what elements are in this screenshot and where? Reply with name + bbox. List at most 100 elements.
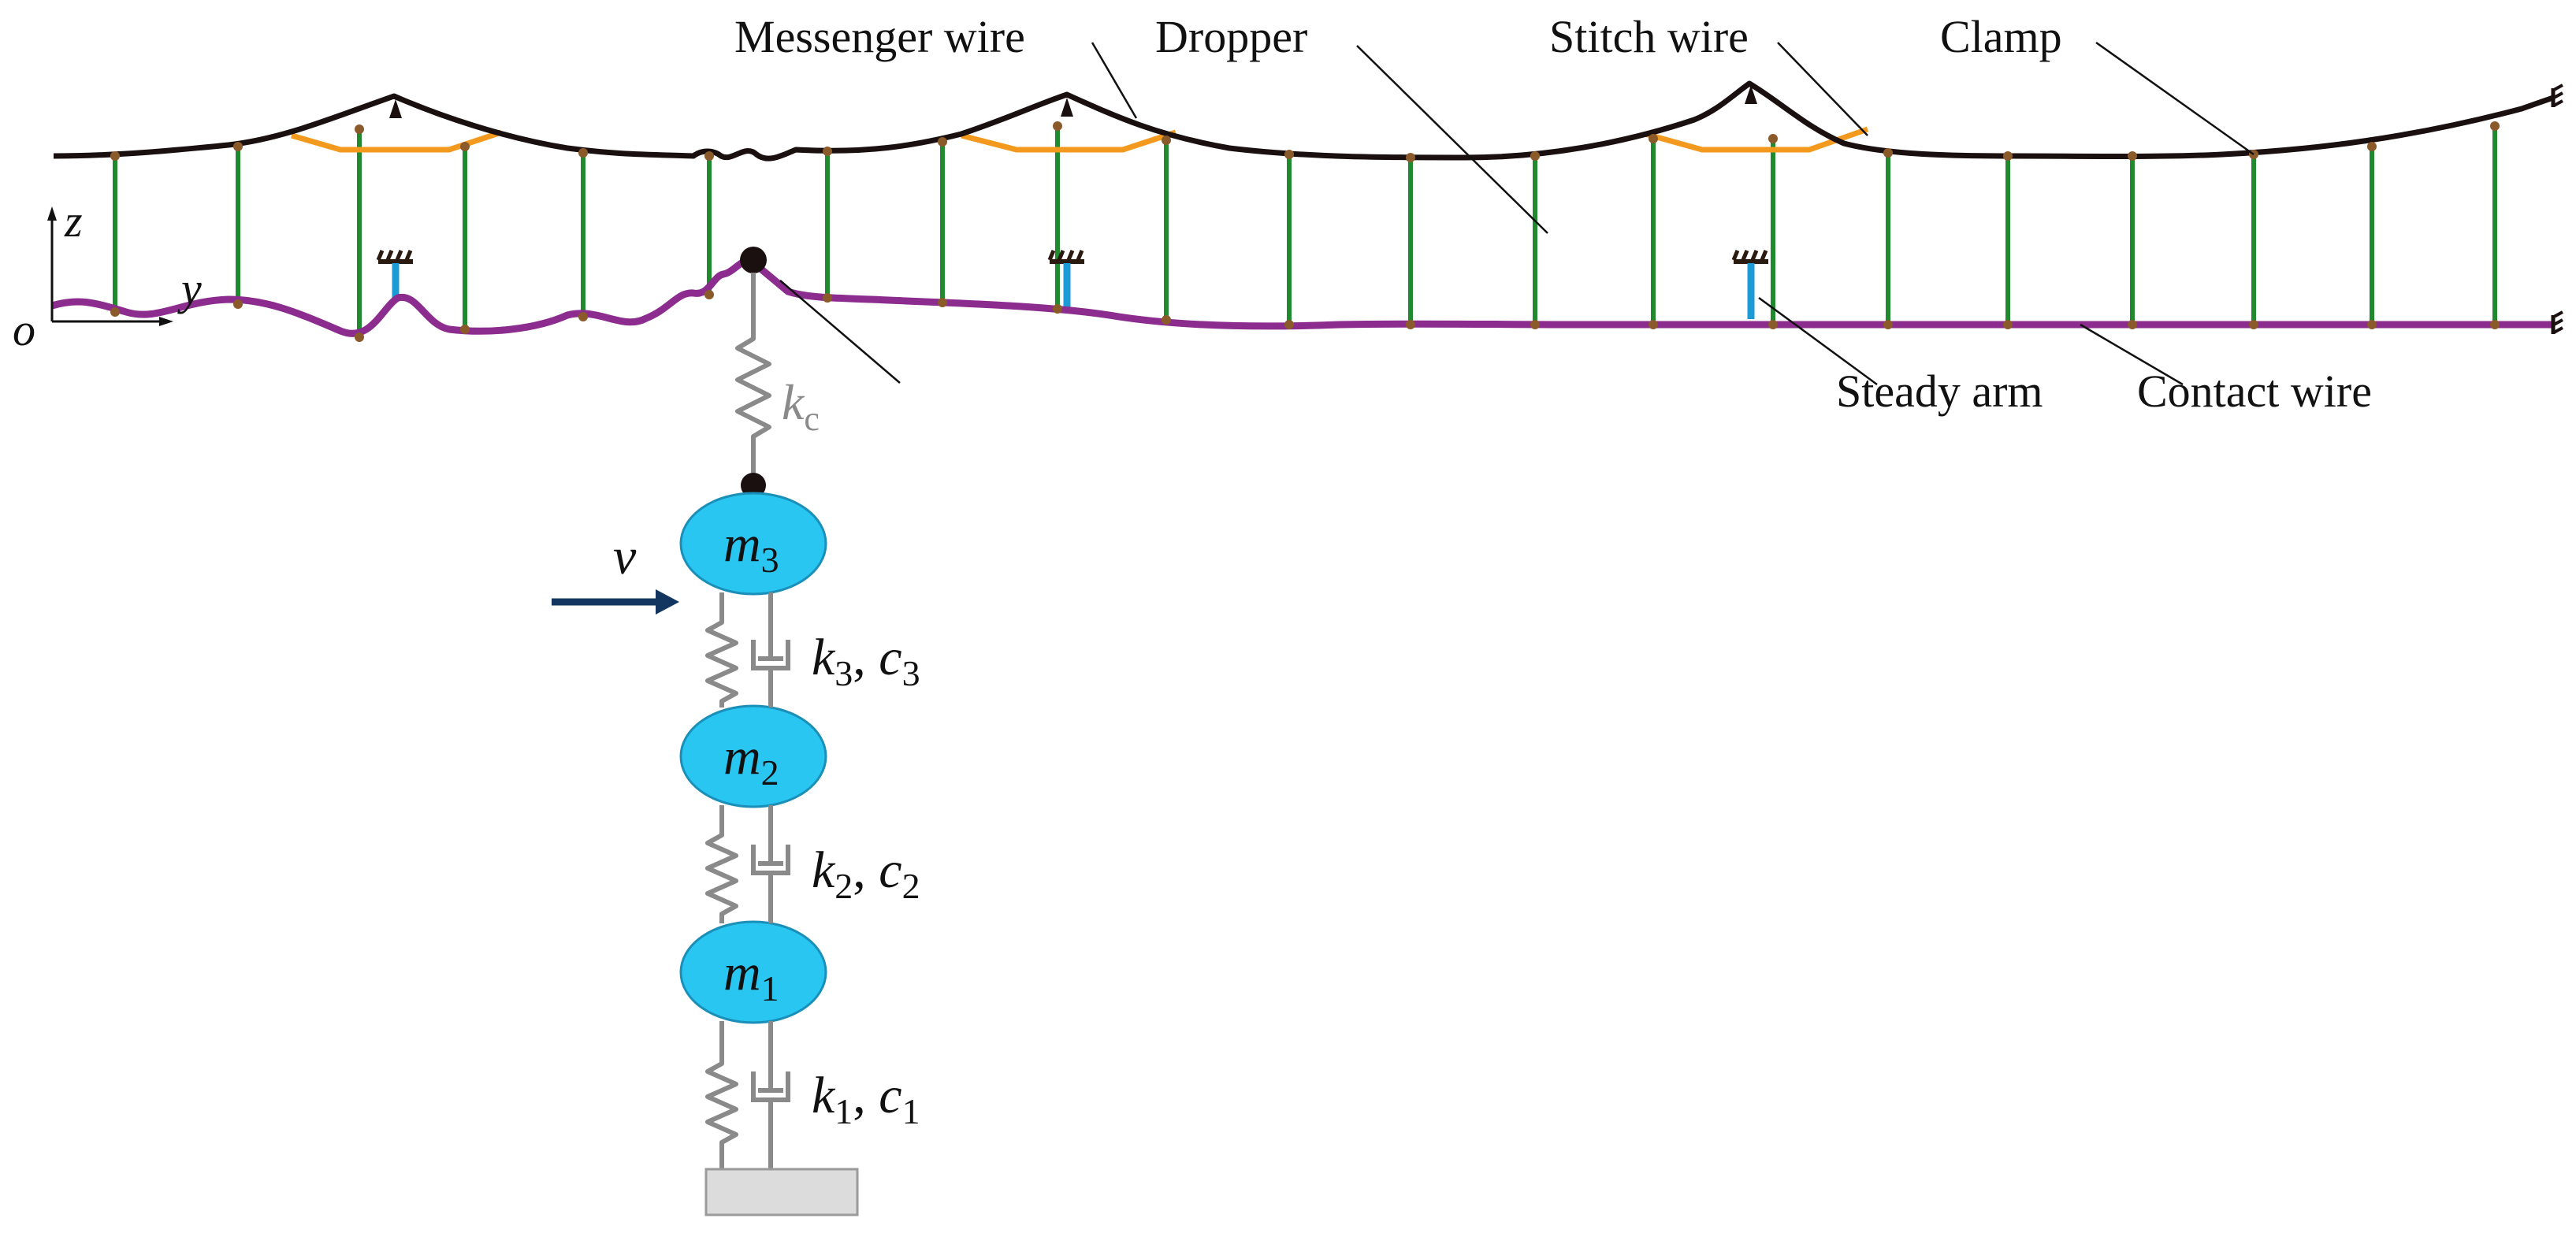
contact-node-9 xyxy=(1053,304,1062,314)
clamp-node-1 xyxy=(110,151,120,161)
contact-node-20 xyxy=(2367,320,2377,329)
origin-label: o xyxy=(13,304,35,355)
label-messenger-wire: Messenger wire xyxy=(734,11,1025,62)
contact-node-13 xyxy=(1530,320,1540,329)
contact-node-4 xyxy=(460,325,470,334)
label-stitch-wire: Stitch wire xyxy=(1549,11,1749,62)
support-markers xyxy=(389,85,1757,118)
support-marker-1 xyxy=(389,99,402,118)
clamp-node-14 xyxy=(1649,134,1658,143)
mass-m2: m2 xyxy=(679,704,827,808)
contact-node-17 xyxy=(2003,320,2013,329)
support-marker-3 xyxy=(1745,85,1757,104)
y-axis-label: y xyxy=(177,263,202,314)
contact-node-14 xyxy=(1649,320,1658,329)
clamp-node-6 xyxy=(704,151,714,161)
leader-lines xyxy=(779,41,2254,386)
steady-arm-3 xyxy=(1731,250,1768,319)
dropper-leader xyxy=(1356,45,1548,234)
clamp-node-16 xyxy=(1883,148,1893,158)
svg-text:m3: m3 xyxy=(723,515,779,580)
clamp-node-21 xyxy=(2490,121,2500,131)
coordinate-axes: z y o xyxy=(13,195,202,355)
contact-node-19 xyxy=(2249,320,2258,329)
clamp-node-18 xyxy=(2128,151,2137,161)
steady-arm-1 xyxy=(376,250,413,298)
contact-node-18 xyxy=(2128,320,2137,329)
svg-text:m2: m2 xyxy=(723,728,779,793)
clamp-node-11 xyxy=(1284,150,1294,159)
clamp-node-20 xyxy=(2367,142,2377,151)
suspension-1: k1, c1 xyxy=(705,1021,920,1169)
suspension-2-label: k2, c2 xyxy=(812,841,920,906)
contact-point-leader xyxy=(779,280,901,384)
label-clamp: Clamp xyxy=(1940,11,2062,62)
contact-node-11 xyxy=(1284,320,1294,329)
z-axis-label: z xyxy=(64,195,83,247)
z-axis-arrowhead xyxy=(47,206,57,221)
suspension-3-label: k3, c3 xyxy=(812,629,920,693)
contact-wire-leader xyxy=(2080,323,2184,386)
contact-node-15 xyxy=(1768,320,1778,329)
suspension-1-label: k1, c1 xyxy=(812,1067,920,1131)
droppers xyxy=(113,126,2497,337)
steady-arm-leader xyxy=(1758,296,1878,386)
clamp-node-5 xyxy=(578,148,588,158)
messenger-wire-leader xyxy=(1091,42,1138,119)
messenger-wire xyxy=(53,80,2555,162)
velocity-label: v xyxy=(613,528,637,585)
contact-node-10 xyxy=(1162,315,1171,325)
clamp-node-8 xyxy=(938,137,947,147)
spring-k3 xyxy=(705,592,738,707)
contact-point xyxy=(740,247,767,273)
damper-c3 xyxy=(751,592,790,707)
clamp-node-3 xyxy=(355,124,364,134)
ground-base xyxy=(704,1168,859,1216)
steady-arm-2 xyxy=(1047,250,1084,307)
label-steady-arm: Steady arm xyxy=(1836,366,2043,417)
clamp-node-12 xyxy=(1406,153,1415,162)
support-marker-2 xyxy=(1061,98,1073,117)
contact-node-16 xyxy=(1883,320,1893,329)
contact-node-2 xyxy=(233,299,243,309)
clamp-leader xyxy=(2095,41,2254,156)
contact-wire xyxy=(50,256,2553,337)
contact-node-1 xyxy=(110,307,120,317)
clamp-node-2 xyxy=(233,142,243,151)
contact-node-12 xyxy=(1406,320,1415,329)
label-dropper: Dropper xyxy=(1155,11,1307,62)
anchor-right-top xyxy=(2551,84,2563,107)
suspension-2: k2, c2 xyxy=(705,805,920,923)
clamp-node-10 xyxy=(1162,136,1171,145)
contact-spring xyxy=(735,273,771,473)
stitch-wire-2 xyxy=(961,129,1177,153)
clamp-node-13 xyxy=(1530,151,1540,161)
suspension-3: k3, c3 xyxy=(705,592,920,707)
steady-arms xyxy=(376,250,1768,319)
anchor-right-bottom xyxy=(2551,310,2563,334)
contact-node-21 xyxy=(2490,320,2500,329)
svg-text:m1: m1 xyxy=(723,944,779,1008)
contact-node-6 xyxy=(704,290,714,299)
spring-k2 xyxy=(705,805,738,923)
contact-node-8 xyxy=(938,298,947,307)
label-contact-wire: Contact wire xyxy=(2137,366,2372,417)
contact-node-5 xyxy=(578,312,588,321)
mass-m3: m3 xyxy=(679,492,827,596)
head-joint xyxy=(741,473,766,498)
pantograph-model: kc m3 m2 m1 k3, c3 xyxy=(679,247,920,1216)
damper-c2 xyxy=(751,805,790,923)
stitch-wire-1 xyxy=(291,129,503,153)
clamp-node-7 xyxy=(823,147,832,156)
contact-node-3 xyxy=(355,332,364,342)
stitch-wire-leader xyxy=(1777,42,1868,136)
clamp-node-15 xyxy=(1768,134,1778,143)
contact-node-7 xyxy=(823,293,832,303)
wire-nodes xyxy=(110,121,2500,342)
spring-k1 xyxy=(705,1021,738,1169)
y-axis-arrowhead xyxy=(159,317,173,326)
clamp-node-17 xyxy=(2003,151,2013,161)
contact-spring-label: kc xyxy=(782,374,820,438)
clamp-node-9 xyxy=(1053,121,1062,131)
